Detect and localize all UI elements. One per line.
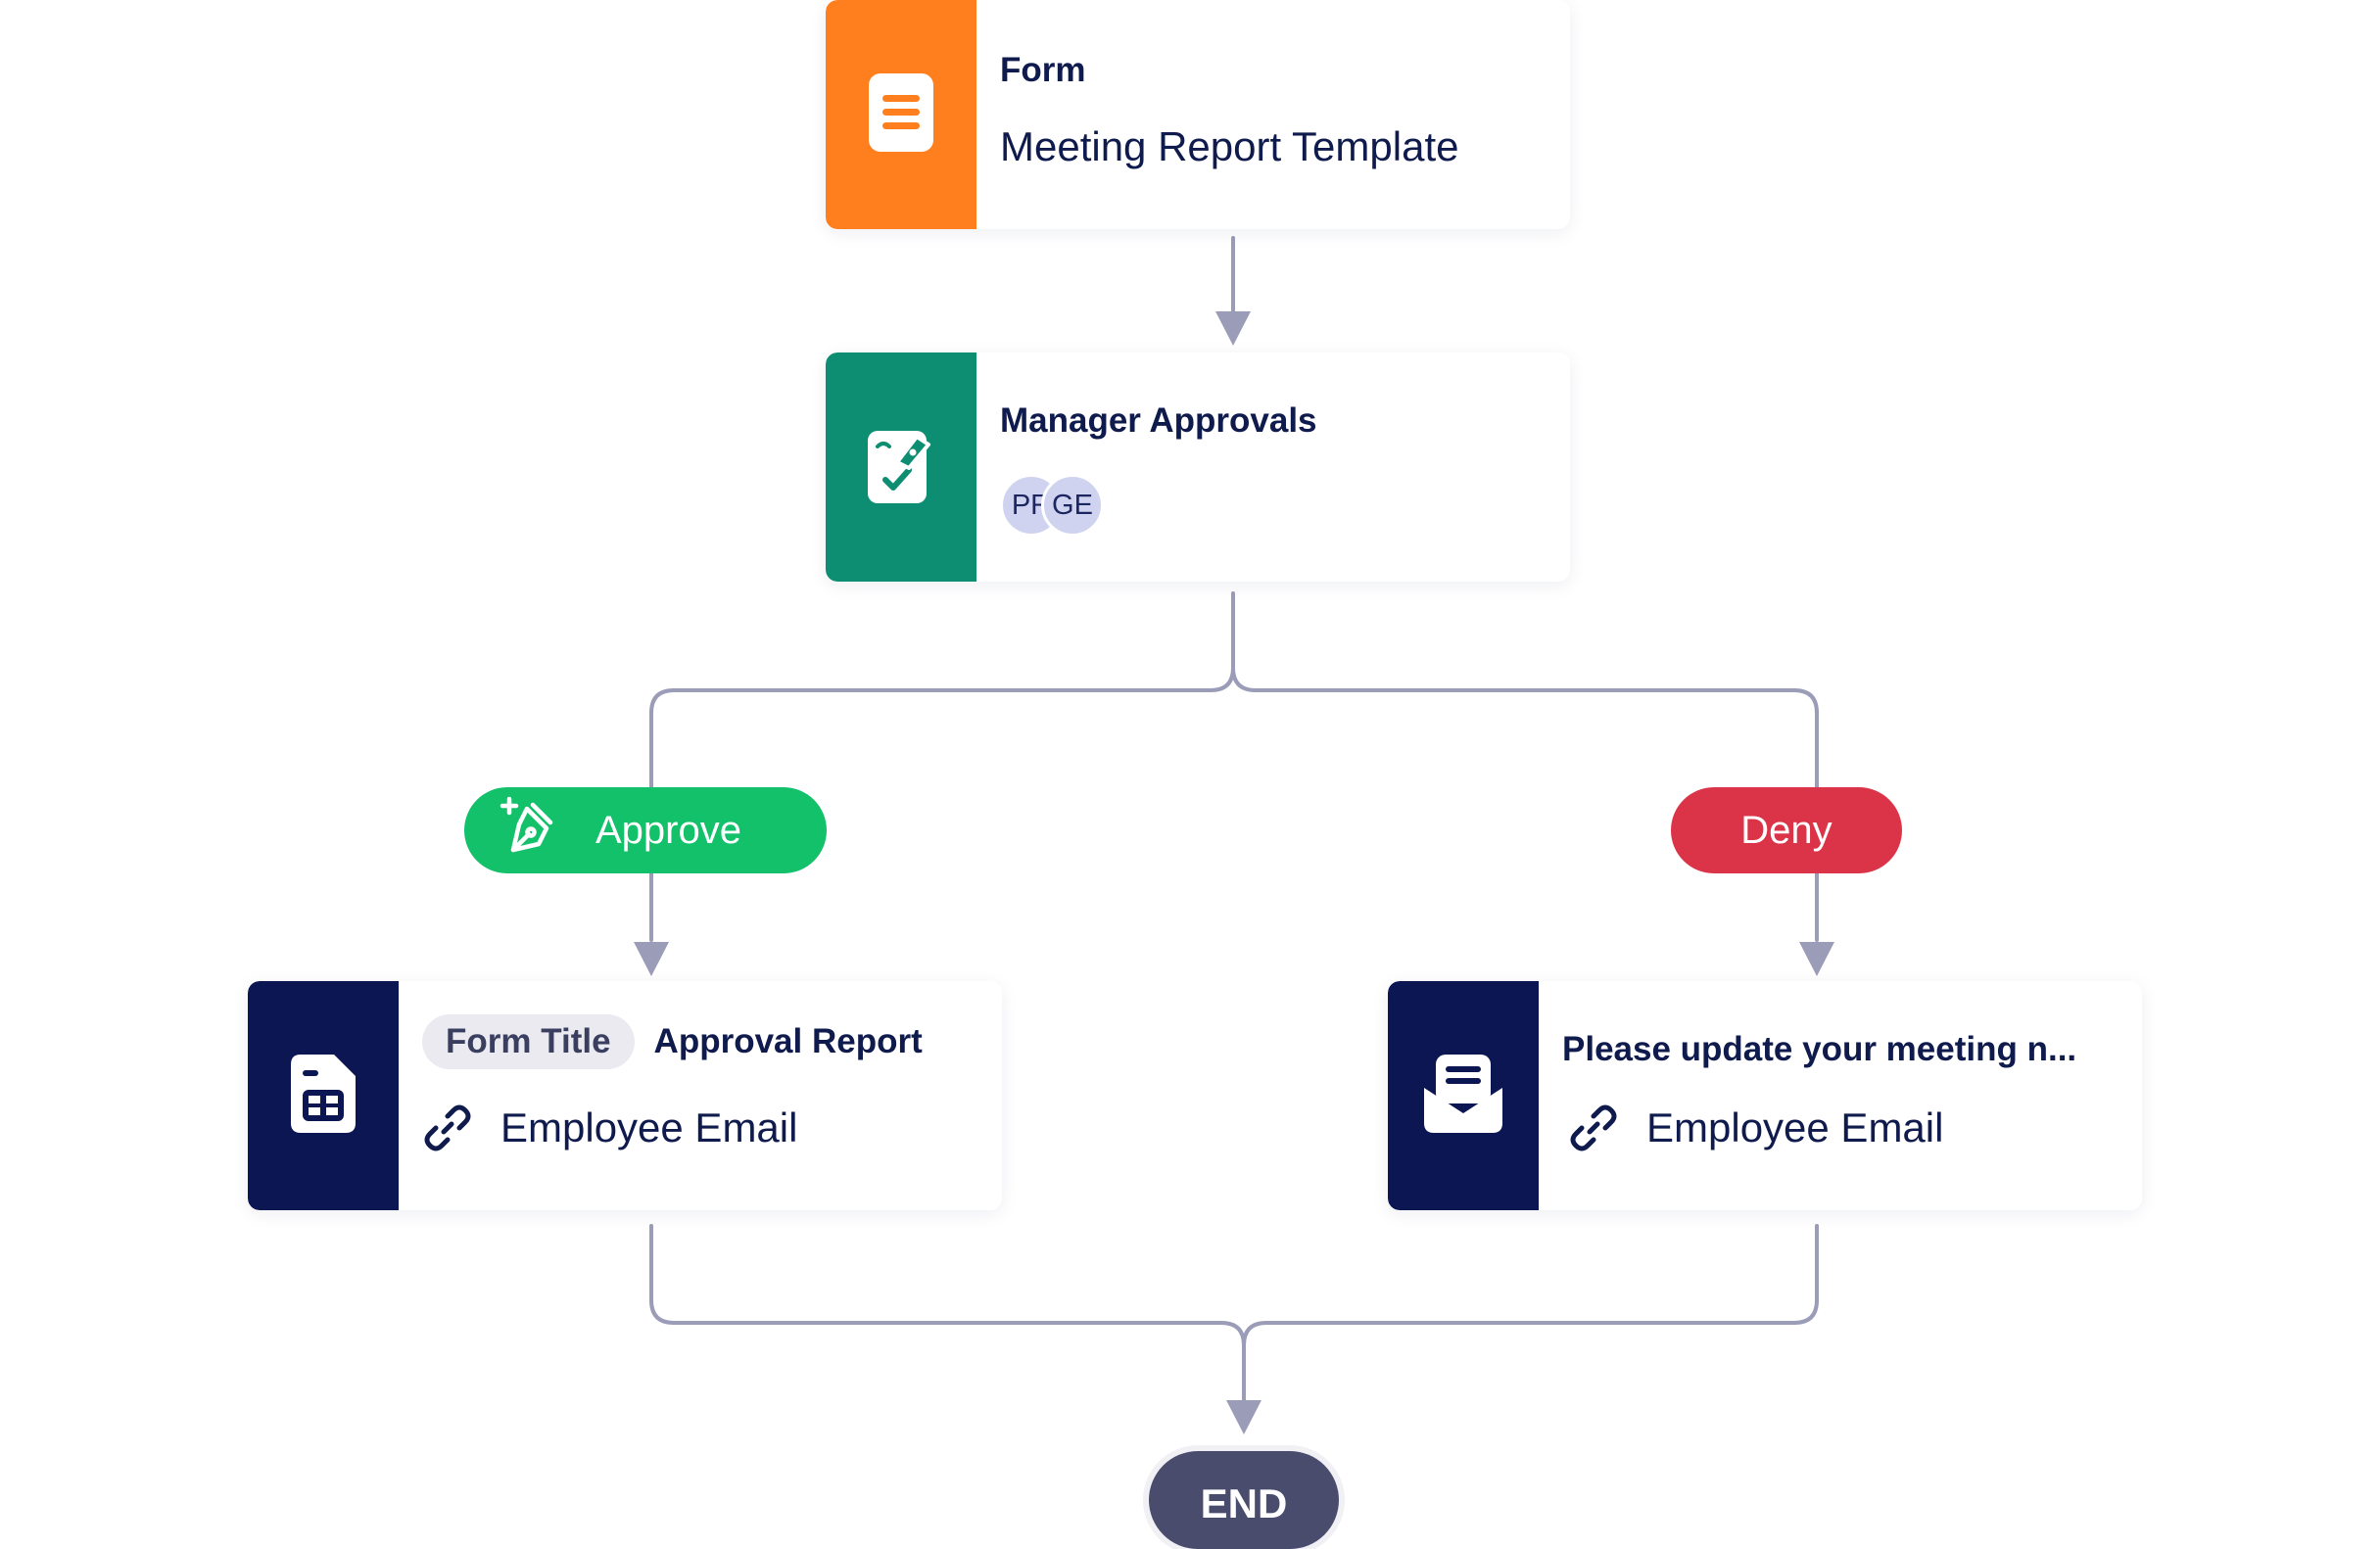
signature-approval-icon [864,423,938,512]
arrowhead-approve [634,942,669,976]
form-node-title: Form [1000,51,1086,89]
report-node-body: Form Title Approval Report Employee Emai… [399,981,1002,1210]
email-title-row: Please update your meeting n... [1562,1030,2076,1069]
connector-approval-split [649,591,1235,942]
email-recipient-label: Employee Email [1646,1104,1944,1150]
report-recipient-label: Employee Email [500,1104,798,1150]
end-label: END [1200,1480,1288,1526]
form-node-subtitle: Meeting Report Template [1000,123,1459,169]
link-icon [1568,1103,1619,1153]
approval-node-title: Manager Approvals [1000,401,1317,440]
email-node-title: Please update your meeting n... [1562,1030,2077,1068]
pen-sparkle-icon [500,795,560,866]
envelope-open-icon [1422,1053,1504,1140]
assignee-avatars: PR GE [1000,474,1104,537]
link-icon [422,1103,473,1153]
form-document-icon [867,71,935,159]
report-node[interactable]: Form Title Approval Report Employee Emai… [248,981,1002,1210]
approve-label-text: Approve [595,808,741,852]
form-title-chip: Form Title [422,1014,635,1069]
end-node: END [1149,1451,1339,1549]
report-node-icon-box [248,981,399,1210]
connector-merge-left [649,1224,1246,1402]
deny-label-text: Deny [1740,808,1833,852]
arrowhead-approval [1215,311,1251,346]
arrowhead-end [1226,1400,1261,1434]
report-recipient-row: Employee Email [422,1103,797,1153]
connector-merge-right [1242,1224,1819,1347]
arrowhead-deny [1799,942,1834,976]
report-node-title: Approval Report [653,1022,923,1060]
approval-node[interactable]: Manager Approvals PR GE [826,352,1570,582]
email-recipient-row: Employee Email [1568,1103,1943,1153]
report-title-row: Form Title Approval Report [422,1014,923,1069]
deny-branch-label[interactable]: Deny [1671,787,1902,873]
form-node-icon-box [826,0,976,229]
avatar[interactable]: GE [1041,474,1104,537]
approval-node-icon-box [826,352,976,582]
report-sheet-icon [289,1053,357,1140]
form-node-body: Form Meeting Report Template [976,0,1570,229]
email-node[interactable]: Please update your meeting n... Employee… [1388,981,2142,1210]
email-node-icon-box [1388,981,1539,1210]
form-node[interactable]: Form Meeting Report Template [826,0,1570,229]
approve-branch-label[interactable]: Approve [464,787,827,873]
email-node-body: Please update your meeting n... Employee… [1539,981,2142,1210]
approval-node-body: Manager Approvals PR GE [976,352,1570,582]
